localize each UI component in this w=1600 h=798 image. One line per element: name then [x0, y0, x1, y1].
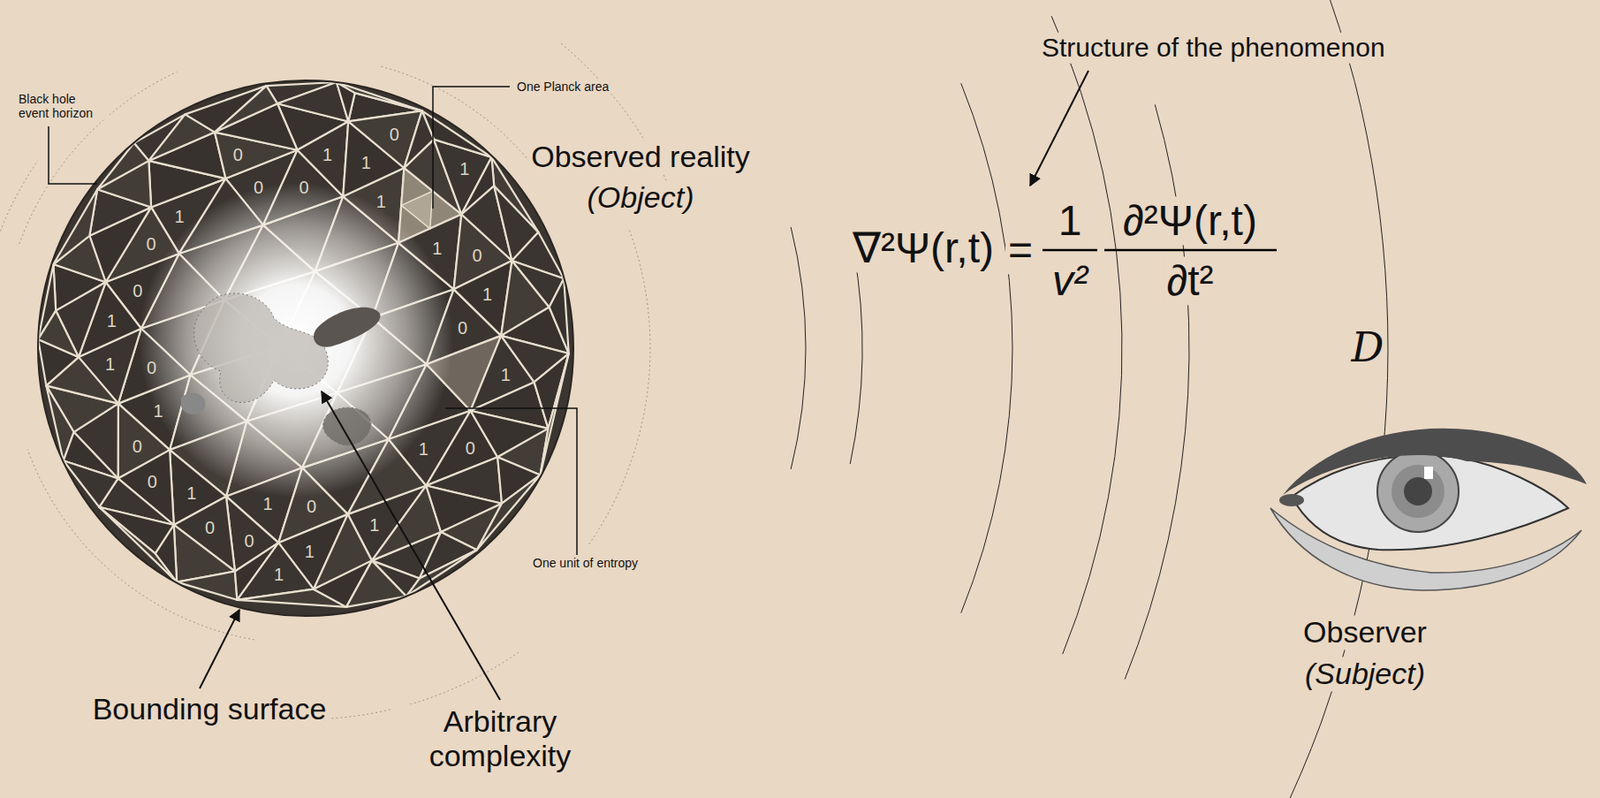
- planck-facet: [37, 310, 79, 358]
- entropy-bit: 0: [253, 178, 264, 197]
- callout-label: One unit of entropy: [530, 555, 641, 570]
- planck-facet: [63, 460, 119, 508]
- entropy-bit: 0: [132, 281, 143, 300]
- wave-front: [961, 83, 1013, 613]
- complexity-blob: [181, 393, 205, 415]
- lower-eyelid: [1270, 508, 1582, 591]
- interior-glow: [138, 182, 454, 498]
- tear-duct: [1279, 493, 1305, 507]
- field-arc: [0, 160, 38, 405]
- entropy-bit: 1: [105, 355, 115, 373]
- planck-facet: [155, 524, 177, 583]
- planck-facet: [549, 278, 569, 354]
- complexity-blob: [313, 307, 380, 348]
- entropy-bit: 1: [361, 153, 372, 172]
- leader-arrow: [1030, 70, 1089, 186]
- leader-lines: [48, 70, 1089, 700]
- fraction-bar: [1104, 249, 1277, 252]
- planck-facet: [336, 82, 423, 111]
- entropy-bit: 0: [465, 439, 476, 457]
- entropy-bit: 1: [432, 239, 442, 258]
- planck-facet: [98, 507, 177, 583]
- field-arc: [587, 230, 651, 546]
- equation-sign: =: [1005, 225, 1036, 274]
- entropy-bit: 0: [132, 437, 143, 455]
- callout-label: One Planck area: [514, 79, 612, 94]
- entropy-bit: 0: [389, 125, 400, 144]
- planck-facet: [297, 121, 349, 197]
- pupil: [1403, 477, 1433, 506]
- entropy-bit: 0: [147, 472, 158, 491]
- entropy-bit: 0: [457, 318, 468, 337]
- planck-mesh: [37, 82, 569, 607]
- wave-front: [790, 227, 806, 470]
- entropy-bit: 1: [186, 484, 197, 502]
- leader-line: [48, 126, 98, 184]
- entropy-bit: 1: [482, 285, 493, 304]
- callout-label: Black hole event horizon: [15, 91, 110, 121]
- entropy-bit: 0: [244, 531, 255, 550]
- wave-front: [1124, 104, 1190, 679]
- fraction-bar: [1042, 249, 1098, 252]
- eye-highlight: [1424, 466, 1434, 479]
- callout-label: Bounding surface: [90, 691, 330, 727]
- leader-line: [445, 408, 577, 555]
- planck-facet: [403, 110, 434, 168]
- subject-label: (Subject): [1302, 656, 1428, 691]
- leader-arrow: [199, 609, 240, 689]
- object-label: Observed reality: [528, 139, 753, 175]
- entropy-bit: 1: [263, 494, 273, 513]
- entropy-bit: 1: [500, 365, 511, 384]
- entropy-bit: 1: [106, 311, 117, 330]
- leader-arrow: [321, 391, 501, 700]
- entropy-bit: 0: [145, 235, 156, 253]
- operator-symbol: D: [1349, 324, 1388, 372]
- equation-term: ∂t²: [1163, 256, 1216, 305]
- entropy-bit: 1: [459, 159, 470, 178]
- planck-subdivision: [401, 190, 433, 228]
- field-arc: [561, 43, 675, 199]
- entropy-bit: 1: [418, 439, 429, 458]
- callout-label: Arbitrary complexity: [391, 704, 609, 774]
- object-label: (Object): [584, 180, 698, 215]
- sphere-body: [37, 80, 574, 616]
- planck-facet: [176, 571, 237, 600]
- iris: [1377, 450, 1459, 532]
- subject-label: Observer: [1300, 614, 1430, 650]
- equation-term: ∇²Ψ(r,t): [849, 223, 997, 273]
- event-horizon-sphere: [37, 80, 574, 616]
- entropy-bit: 0: [472, 246, 483, 265]
- entropy-bit: 1: [174, 207, 184, 226]
- structure-label: Structure of the phenomenon: [1038, 32, 1388, 64]
- entropy-bit: 1: [322, 145, 333, 164]
- upper-eyelid: [1282, 428, 1587, 495]
- planck-facet: [97, 143, 149, 190]
- complexity-blob: [194, 293, 329, 403]
- iris-ring: [1391, 464, 1445, 518]
- equation-term: ∂²Ψ(r,t): [1120, 196, 1260, 245]
- entropy-bit: 1: [369, 515, 380, 534]
- fraction-bars: [1042, 249, 1277, 252]
- planck-facet: [53, 189, 98, 265]
- planck-facet: [477, 474, 541, 550]
- entropy-bit: 1: [273, 565, 284, 584]
- wave-front: [849, 251, 863, 464]
- entropy-bit: 0: [146, 358, 157, 377]
- equation-term: v²: [1049, 256, 1091, 305]
- wave-front: [1051, 15, 1123, 654]
- observer-eye: [1270, 428, 1587, 591]
- equation-term: 1: [1055, 196, 1085, 245]
- wave-fronts: [0, 0, 1388, 798]
- entropy-bit: 1: [153, 401, 164, 420]
- entropy-bit: 0: [299, 178, 310, 197]
- complexity-blob: [323, 407, 372, 446]
- entropy-bit: 0: [306, 497, 317, 516]
- leader-line: [432, 86, 510, 209]
- entropy-bit: 0: [233, 145, 243, 164]
- entropy-bit: 0: [204, 518, 215, 537]
- bounding-surface: [37, 80, 574, 616]
- entropy-bit: 1: [376, 192, 387, 211]
- entropy-bit: 1: [304, 542, 315, 561]
